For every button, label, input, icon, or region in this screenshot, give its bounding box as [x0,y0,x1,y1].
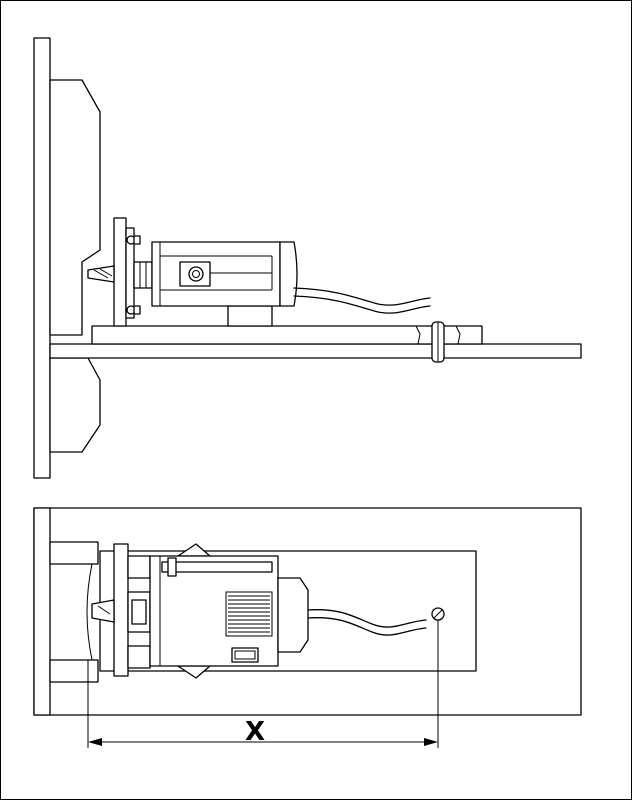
top-view: X [33,507,582,748]
vent-grille-icon [225,591,273,637]
side-bracket [113,217,141,327]
top-wall-plate [33,507,51,716]
top-cable-upper [307,609,427,628]
side-wall-plate [33,37,51,479]
dimension-x: X [87,620,439,748]
side-collet [133,261,153,289]
top-cable-lower [307,617,427,636]
side-view [33,37,582,479]
side-clamp-screw [415,321,461,363]
top-bracket [113,543,151,677]
dimension-x-label: X [245,717,265,747]
side-housing-upper [49,79,101,336]
top-cutter-bit [91,599,115,623]
top-motor [149,543,309,679]
side-cable-lower [293,295,431,314]
power-switch-icon [231,647,259,663]
side-cable-upper [293,287,431,306]
side-table [49,343,582,359]
side-motor-foot [227,305,273,327]
screw-icon [431,607,445,621]
side-housing-lower [49,357,101,453]
top-housing-block-upper [49,541,99,565]
side-base-plate [91,325,483,345]
top-housing-block-lower [49,659,99,683]
side-motor [151,241,298,307]
top-housing-arc [86,563,93,661]
